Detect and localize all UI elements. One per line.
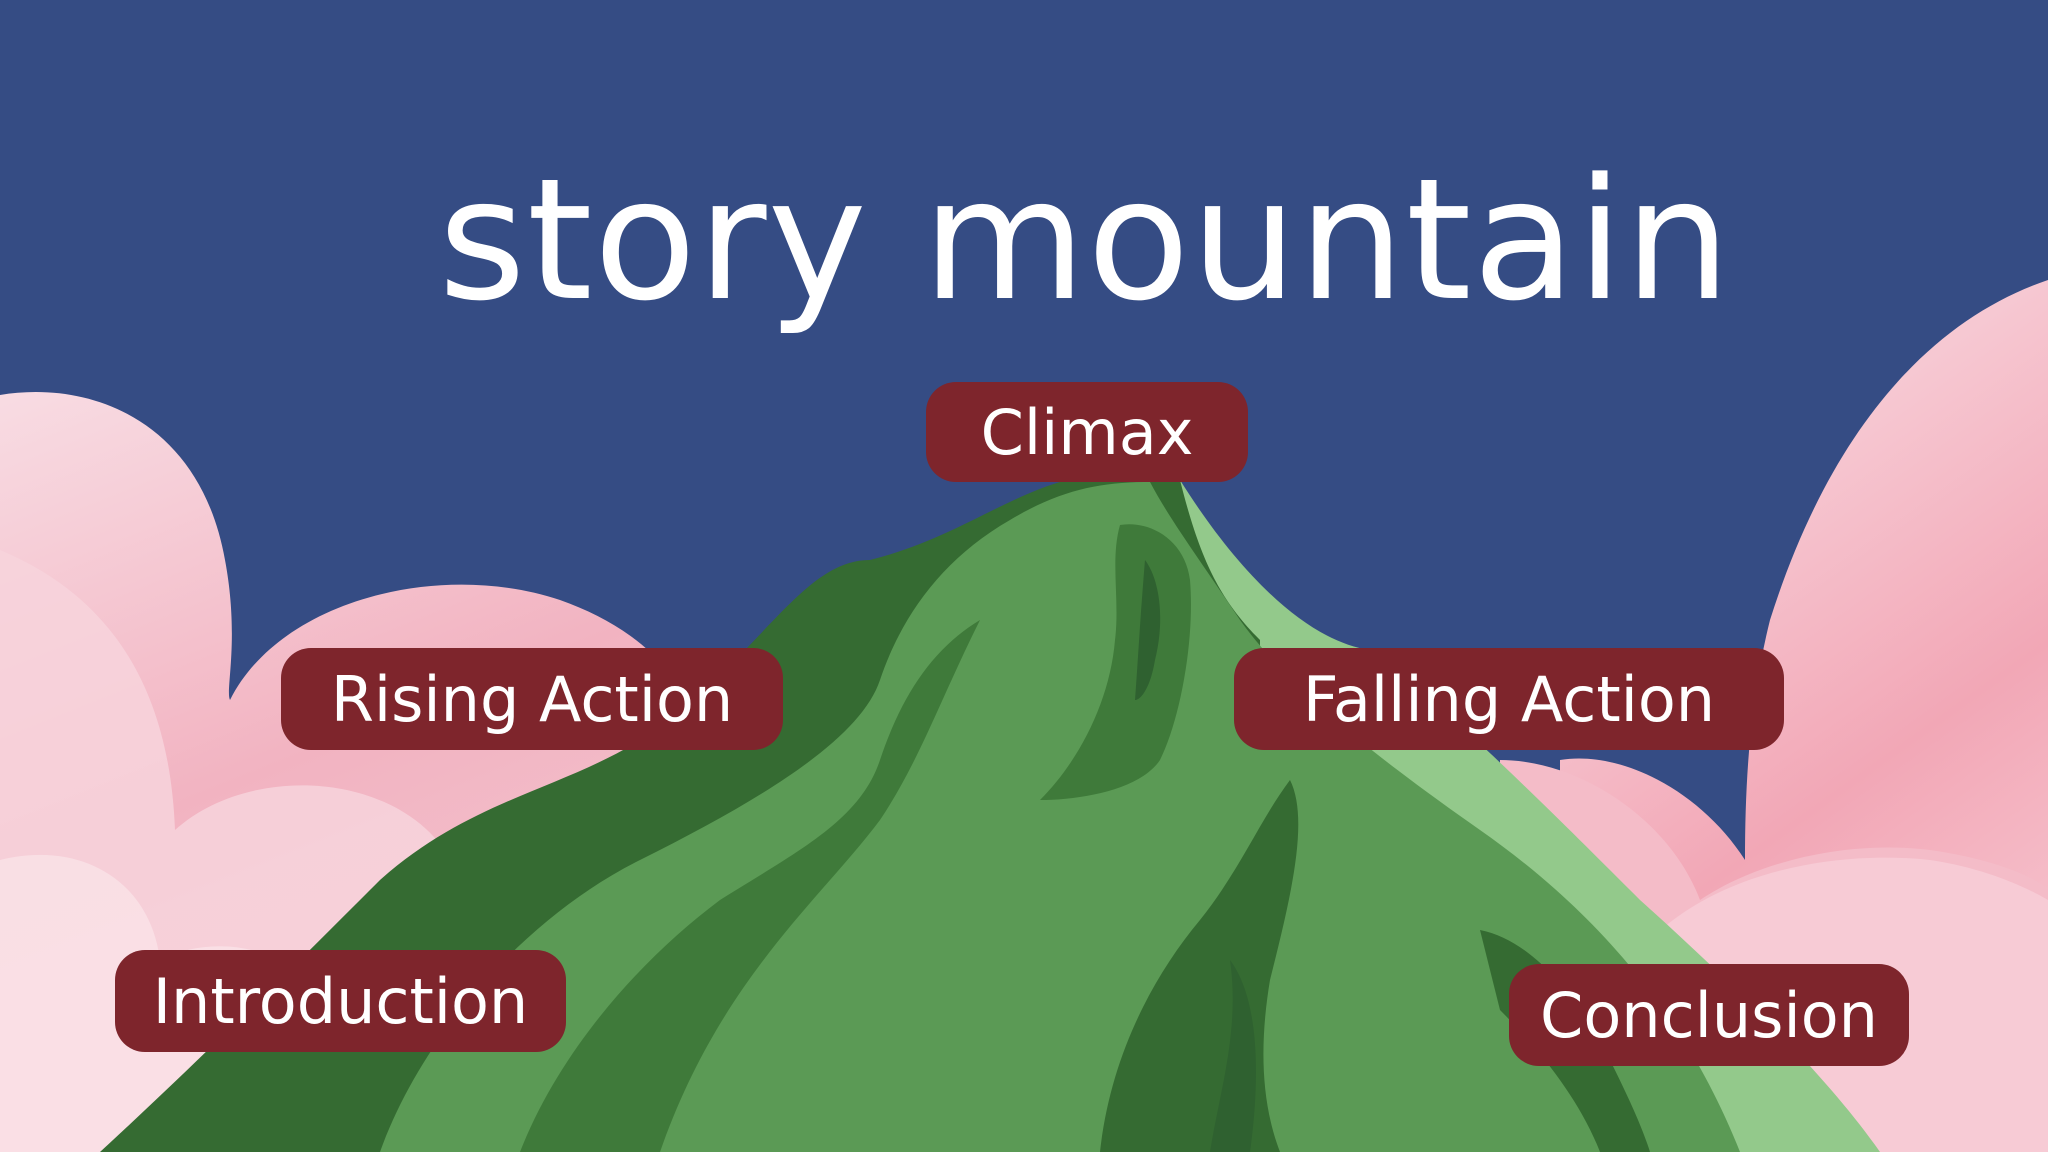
stage-label-conclusion: Conclusion xyxy=(1509,964,1909,1066)
stage-label-climax: Climax xyxy=(926,382,1248,482)
slide-title: story mountain xyxy=(438,142,1732,338)
stage-label-falling-action: Falling Action xyxy=(1234,648,1784,750)
stage-label-rising-action: Rising Action xyxy=(281,648,783,750)
stage-label-introduction: Introduction xyxy=(115,950,566,1052)
